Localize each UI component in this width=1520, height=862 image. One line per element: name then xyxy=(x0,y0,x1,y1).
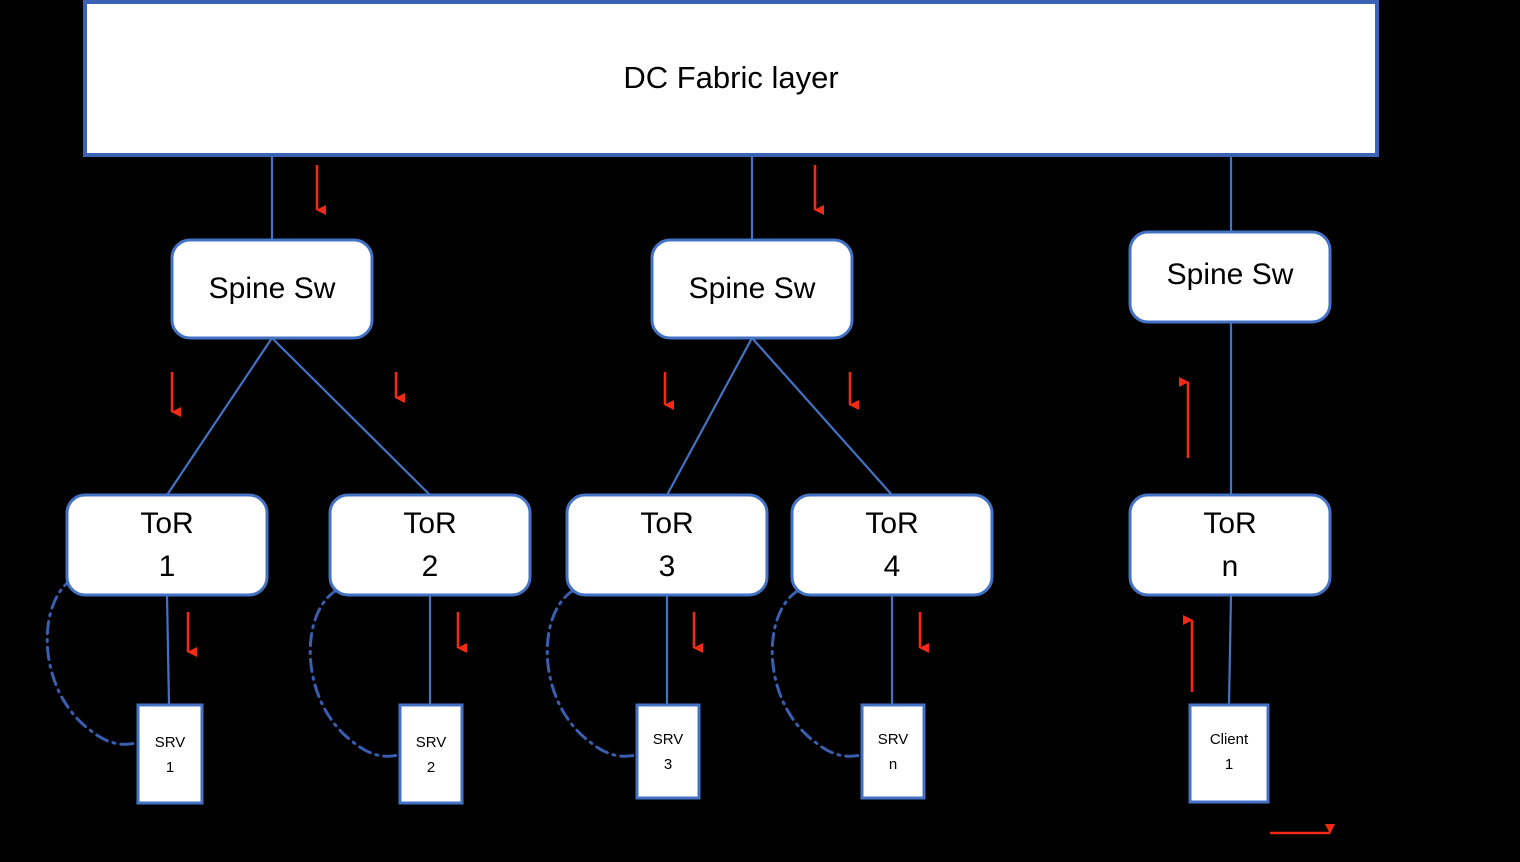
server-2-label-line1: SRV xyxy=(416,734,447,751)
dc-fabric-layer-label: DC Fabric layer xyxy=(623,60,838,95)
server-3-label-line2: 3 xyxy=(664,756,672,773)
link-spine2-tor4 xyxy=(751,337,893,496)
tor-switch-3-label-line1: ToR xyxy=(640,507,693,540)
tor-switch-n-label-line2: n xyxy=(1222,550,1239,583)
tor-switch-n-box[interactable] xyxy=(1128,493,1332,597)
tor-switch-2-box[interactable] xyxy=(328,493,532,597)
client-1-label-line1: Client xyxy=(1210,731,1249,748)
spine-switch-1-label: Spine Sw xyxy=(209,272,336,305)
link-spine2-tor3 xyxy=(666,337,753,496)
tor-switch-2-label-line2: 2 xyxy=(422,550,439,583)
link-spine1-tor1 xyxy=(166,337,273,496)
curve-tor3-srv3 xyxy=(545,588,642,758)
server-n-label-line1: SRV xyxy=(878,731,909,748)
tor-switch-4-label-line1: ToR xyxy=(865,507,918,540)
tor-switch-4-box[interactable] xyxy=(790,493,994,597)
server-2-box[interactable] xyxy=(398,703,464,805)
link-torn-client1 xyxy=(1227,594,1233,706)
dc-fabric-layer-box[interactable] xyxy=(83,0,1379,157)
tor-switch-3-label-line2: 3 xyxy=(659,550,676,583)
tor-switch-3-box[interactable] xyxy=(565,493,769,597)
server-n-label-line2: n xyxy=(889,756,897,773)
spine-switch-1-box[interactable] xyxy=(170,238,374,340)
spine-switch-2-label: Spine Sw xyxy=(689,272,816,305)
spine-switch-2-box[interactable] xyxy=(650,238,854,340)
server-1-label-line1: SRV xyxy=(155,734,186,751)
link-spine1-tor2 xyxy=(271,337,431,496)
link-tor1-srv1 xyxy=(165,594,171,706)
server-n-box[interactable] xyxy=(860,703,926,800)
curve-tor1-srv1 xyxy=(45,576,142,746)
spine-switch-3-box[interactable] xyxy=(1128,230,1332,324)
tor-switch-4-label-line2: 4 xyxy=(884,550,901,583)
curve-tor4-srvn xyxy=(770,588,867,758)
tor-switch-2-label-line1: ToR xyxy=(403,507,456,540)
spine-switch-3-label: Spine Sw xyxy=(1167,258,1294,291)
server-3-label-line1: SRV xyxy=(653,731,684,748)
client-1-label-line2: 1 xyxy=(1225,756,1233,773)
server-1-box[interactable] xyxy=(136,703,204,805)
tor-switch-1-label-line1: ToR xyxy=(140,507,193,540)
server-1-label-line2: 1 xyxy=(166,759,174,776)
tor-switch-1-label-line2: 1 xyxy=(159,550,176,583)
tor-switch-n-label-line1: ToR xyxy=(1203,507,1256,540)
curve-tor2-srv2 xyxy=(308,588,405,758)
tor-switch-1-box[interactable] xyxy=(65,493,269,597)
server-3-box[interactable] xyxy=(635,703,701,800)
client-1-box[interactable] xyxy=(1188,703,1270,804)
server-2-label-line2: 2 xyxy=(427,759,435,776)
